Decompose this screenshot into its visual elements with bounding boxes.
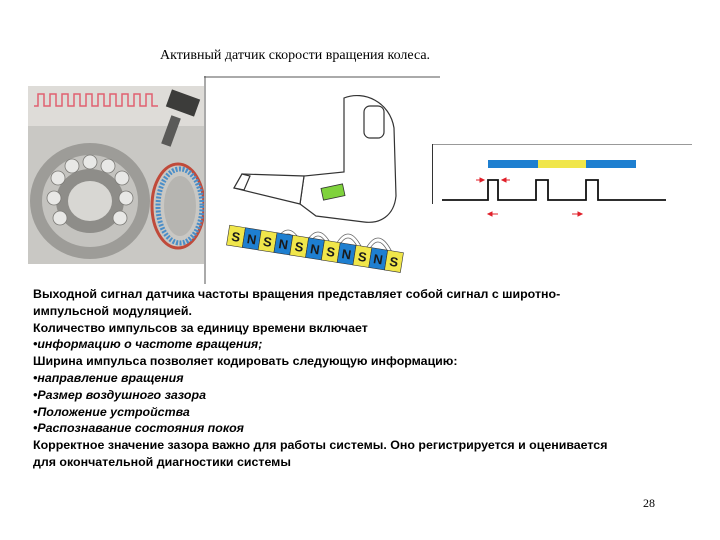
bullet-item: •направление вращения	[33, 370, 184, 385]
text-line: импульсной модуляцией.	[33, 303, 192, 318]
magnet-pole-label: S	[388, 254, 399, 270]
magnet-pole-label: N	[341, 246, 353, 262]
magnet-pole-label: N	[246, 231, 258, 247]
bullet-item-text: Положение устройства	[37, 404, 190, 419]
magnet-pole-label: S	[325, 244, 336, 260]
magnet-pole-label: N	[372, 251, 384, 267]
magnet-pole-label: N	[277, 236, 289, 252]
timing-arrows	[476, 177, 584, 217]
blue-segment-left	[488, 160, 538, 168]
bullet-item-text: направление вращения	[37, 370, 184, 385]
yellow-segment	[538, 160, 586, 168]
text-line: Ширина импульса позволяет кодировать сле…	[33, 354, 458, 369]
magnet-pole-label: S	[262, 234, 273, 250]
text-line: Количество импульсов за единицу времени …	[33, 320, 368, 335]
magnet-pole-label: N	[309, 241, 321, 257]
wheel-bearing-photo	[28, 86, 204, 264]
bullet-item: •Размер воздушного зазора	[33, 387, 206, 402]
magnet-pole-label: S	[357, 249, 368, 265]
magnet-pole-label: S	[230, 229, 241, 245]
bullet-item-text: Распознавание состояния покоя	[37, 421, 244, 436]
magnet-pole	[384, 249, 404, 273]
bullet-item: •информацию о частоте вращения;	[33, 337, 263, 352]
description-text: Выходной сигнал датчика частоты вращения…	[33, 286, 693, 471]
bullet-item: •Распознавание состояния покоя	[33, 421, 244, 436]
bullet-item-text: информацию о частоте вращения;	[37, 337, 263, 352]
page-number: 28	[643, 496, 655, 510]
blue-segment-right	[586, 160, 636, 168]
magnet-pole-label: S	[294, 239, 305, 255]
bullet-item-text: Размер воздушного зазора	[37, 387, 206, 402]
pwm-signal-diagram	[432, 144, 692, 217]
slide-title: Активный датчик скорости вращения колеса…	[160, 48, 431, 63]
text-line: Корректное значение зазора важно для раб…	[33, 438, 608, 453]
bullet-item: •Положение устройства	[33, 404, 190, 419]
text-line: Выходной сигнал датчика частоты вращения…	[33, 287, 561, 301]
pulse-signal	[442, 179, 666, 201]
text-line: для окончательной диагностики системы	[33, 454, 291, 469]
